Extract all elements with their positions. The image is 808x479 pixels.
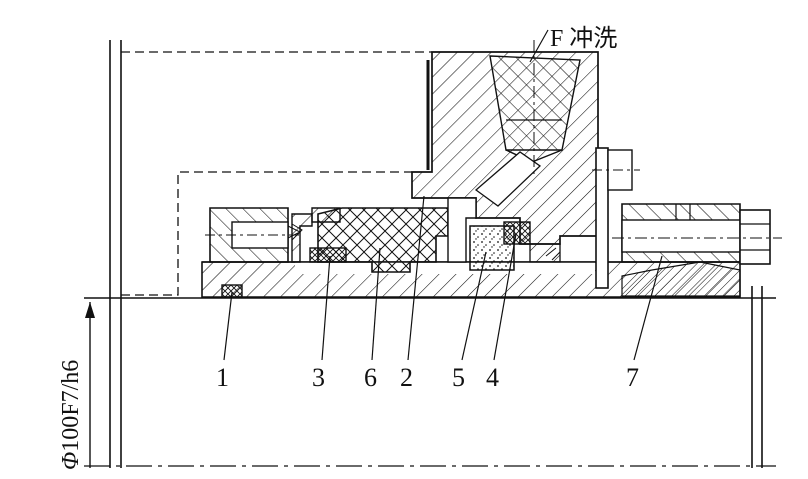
label-part-5: 5 xyxy=(452,363,465,392)
left-housing-lines xyxy=(109,40,122,468)
flush-passage xyxy=(474,151,542,207)
right-housing-lines xyxy=(751,286,763,468)
label-part-6: 6 xyxy=(364,363,377,392)
part-7-clamp-collar xyxy=(612,203,782,297)
sleeve-gap xyxy=(295,262,595,274)
leader-lines xyxy=(223,29,663,361)
label-part-2: 2 xyxy=(400,363,413,392)
part-4-secondary-seal xyxy=(503,221,531,245)
label-part-4: 4 xyxy=(486,363,499,392)
part-5-seal-face xyxy=(469,225,515,271)
gland-plate xyxy=(592,147,640,289)
label-part-7: 7 xyxy=(626,363,639,392)
phantom-housing-outline xyxy=(121,51,432,296)
label-part-1: 1 xyxy=(216,363,229,392)
left-drive-collar xyxy=(205,207,303,263)
diameter-label: Φ100F7/h6 xyxy=(58,360,84,470)
flush-callout: F 冲洗 xyxy=(550,25,617,52)
stationary-seat xyxy=(447,197,477,263)
shaft-lines xyxy=(84,297,776,467)
gland-inner-lip xyxy=(529,243,561,263)
diameter-dimension: Φ100F7/h6 xyxy=(58,302,95,470)
label-part-3: 3 xyxy=(312,363,325,392)
part-6-rotating-ring xyxy=(317,207,449,273)
